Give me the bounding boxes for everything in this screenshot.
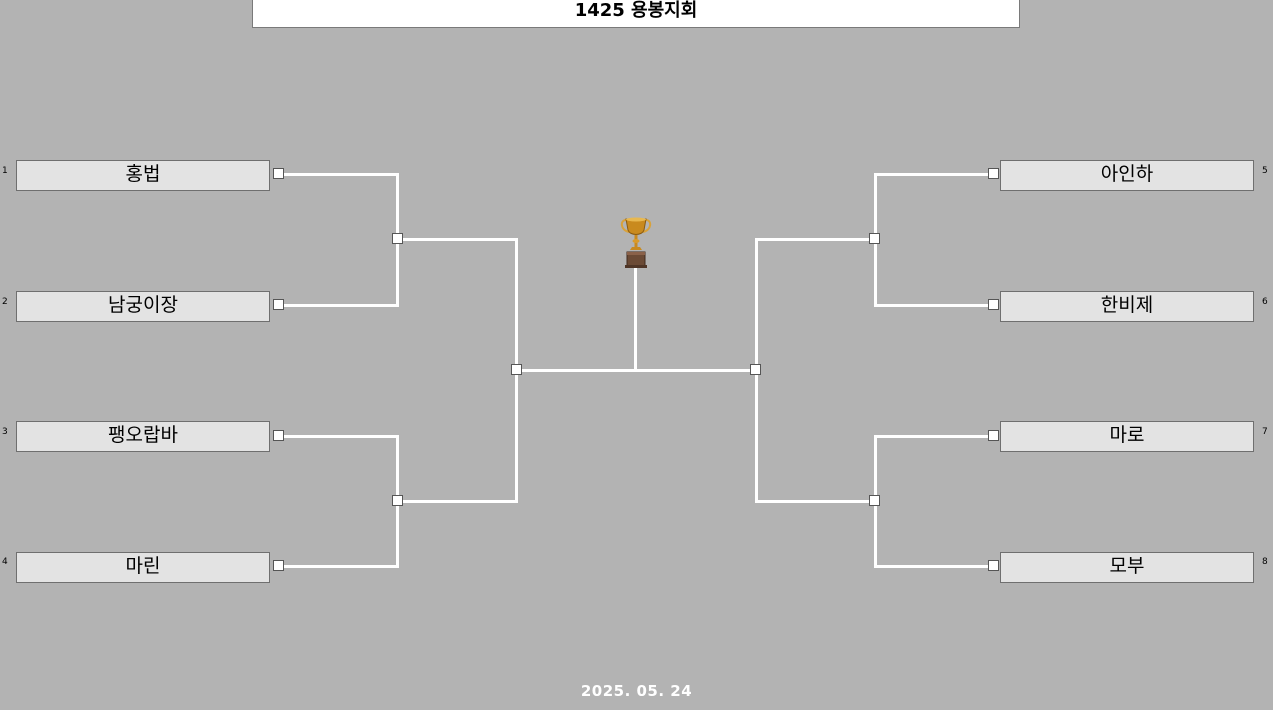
seed-number: 2: [2, 297, 8, 307]
bracket-line: [397, 238, 518, 241]
tournament-date: 2025. 05. 24: [580, 682, 693, 700]
match-node[interactable]: [869, 233, 880, 244]
bracket-line: [755, 500, 876, 503]
bracket-line: [278, 173, 399, 176]
tournament-title: 1425 용봉지회: [252, 0, 1020, 28]
trophy-icon: [620, 216, 652, 270]
player-slot-5[interactable]: 아인하: [1000, 160, 1254, 191]
match-node[interactable]: [988, 560, 999, 571]
player-slot-7[interactable]: 마로: [1000, 421, 1254, 452]
seed-number: 4: [2, 557, 8, 567]
match-node[interactable]: [273, 168, 284, 179]
bracket-line: [278, 304, 399, 307]
match-node[interactable]: [988, 430, 999, 441]
seed-number: 7: [1262, 427, 1268, 437]
bracket-line: [874, 565, 994, 568]
match-node[interactable]: [988, 168, 999, 179]
match-node[interactable]: [273, 299, 284, 310]
seed-number: 1: [2, 166, 8, 176]
player-slot-1[interactable]: 홍법: [16, 160, 270, 191]
match-node[interactable]: [392, 233, 403, 244]
player-slot-8[interactable]: 모부: [1000, 552, 1254, 583]
bracket-line: [278, 435, 399, 438]
bracket-line: [634, 262, 637, 371]
bracket-line: [278, 565, 399, 568]
match-node[interactable]: [273, 430, 284, 441]
bracket-line: [874, 304, 994, 307]
match-node[interactable]: [750, 364, 761, 375]
seed-number: 3: [2, 427, 8, 437]
seed-number: 8: [1262, 557, 1268, 567]
bracket-line: [397, 500, 518, 503]
match-node[interactable]: [273, 560, 284, 571]
player-slot-4[interactable]: 마린: [16, 552, 270, 583]
player-slot-3[interactable]: 팽오랍바: [16, 421, 270, 452]
seed-number: 5: [1262, 166, 1268, 176]
bracket-line: [874, 173, 994, 176]
bracket-line: [755, 238, 876, 241]
player-slot-2[interactable]: 남궁이장: [16, 291, 270, 322]
match-node[interactable]: [511, 364, 522, 375]
match-node[interactable]: [392, 495, 403, 506]
match-node[interactable]: [869, 495, 880, 506]
bracket-line: [874, 435, 994, 438]
seed-number: 6: [1262, 297, 1268, 307]
player-slot-6[interactable]: 한비제: [1000, 291, 1254, 322]
match-node[interactable]: [988, 299, 999, 310]
